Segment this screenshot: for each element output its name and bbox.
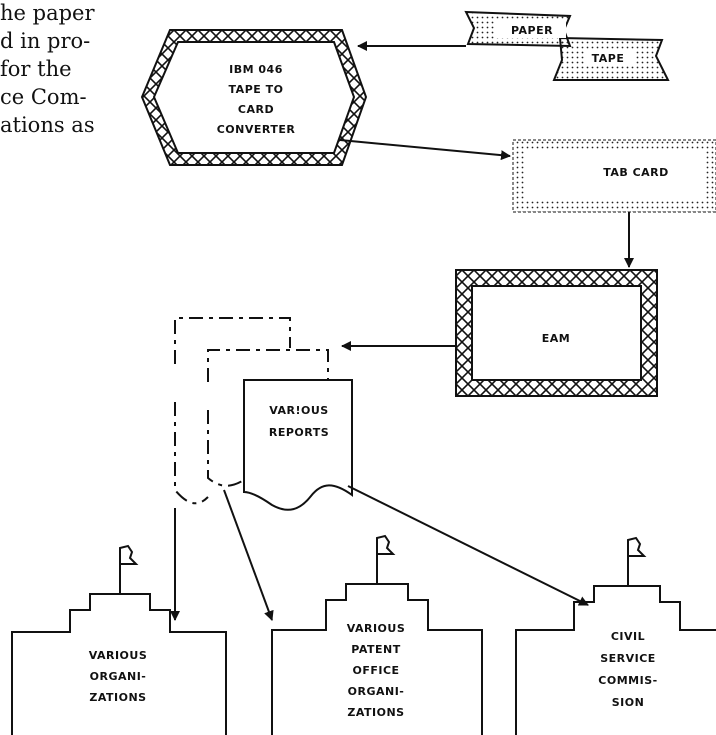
org1-label-3: ZATIONS	[89, 691, 146, 704]
org2-label-4: ORGANI-	[348, 685, 405, 698]
tab-card-label: TAB CARD	[603, 166, 669, 179]
building-various-organizations	[11, 593, 227, 735]
org3-label-4: SION	[612, 696, 645, 709]
org3-label-2: SERVICE	[600, 652, 656, 665]
paper-tape-shape	[464, 10, 670, 81]
paragraph-line-3: for the	[0, 57, 72, 81]
org2-label-5: ZATIONS	[347, 706, 404, 719]
report-stack-back	[174, 317, 291, 505]
converter-label-2: TAPE TO	[229, 83, 284, 96]
converter-label-4: CONVERTER	[217, 123, 296, 136]
paragraph-line-2: d in pro-	[0, 29, 91, 53]
eam-label: EAM	[542, 332, 570, 345]
arrow-to-civil-service	[347, 485, 589, 606]
various-reports-document	[243, 379, 353, 511]
org2-label-2: PATENT	[351, 643, 400, 656]
org3-label-1: CIVIL	[611, 630, 645, 643]
org1-label-2: ORGANI-	[90, 670, 147, 683]
org3-label-3: COMMIS-	[598, 674, 657, 687]
flag-icon	[376, 534, 396, 584]
report-stack-middle	[207, 349, 329, 487]
org2-label-1: VARIOUS	[347, 622, 406, 635]
reports-label-2: REPORTS	[269, 426, 329, 439]
org1-label-1: VARIOUS	[89, 649, 148, 662]
org2-label-3: OFFICE	[352, 664, 399, 677]
arrow-converter-to-card	[339, 139, 511, 161]
reports-label-1: VAR!OUS	[269, 404, 328, 417]
paragraph-line-1: he paper	[0, 1, 95, 25]
converter-box	[140, 29, 368, 166]
paragraph-line-5: ations as	[0, 113, 95, 137]
flag-icon	[627, 536, 647, 586]
paper-tape-label-2: TAPE	[592, 52, 625, 65]
converter-label-1: IBM 046	[229, 63, 283, 76]
converter-label-3: CARD	[238, 103, 274, 116]
paragraph-line-4: ce Com-	[0, 85, 87, 109]
tab-card-box	[512, 139, 716, 213]
flag-icon	[119, 544, 139, 594]
arrow-to-patent-office	[223, 489, 274, 621]
building-civil-service	[515, 585, 716, 735]
eam-box	[455, 269, 658, 397]
paper-tape-label-1: PAPER	[511, 24, 553, 37]
